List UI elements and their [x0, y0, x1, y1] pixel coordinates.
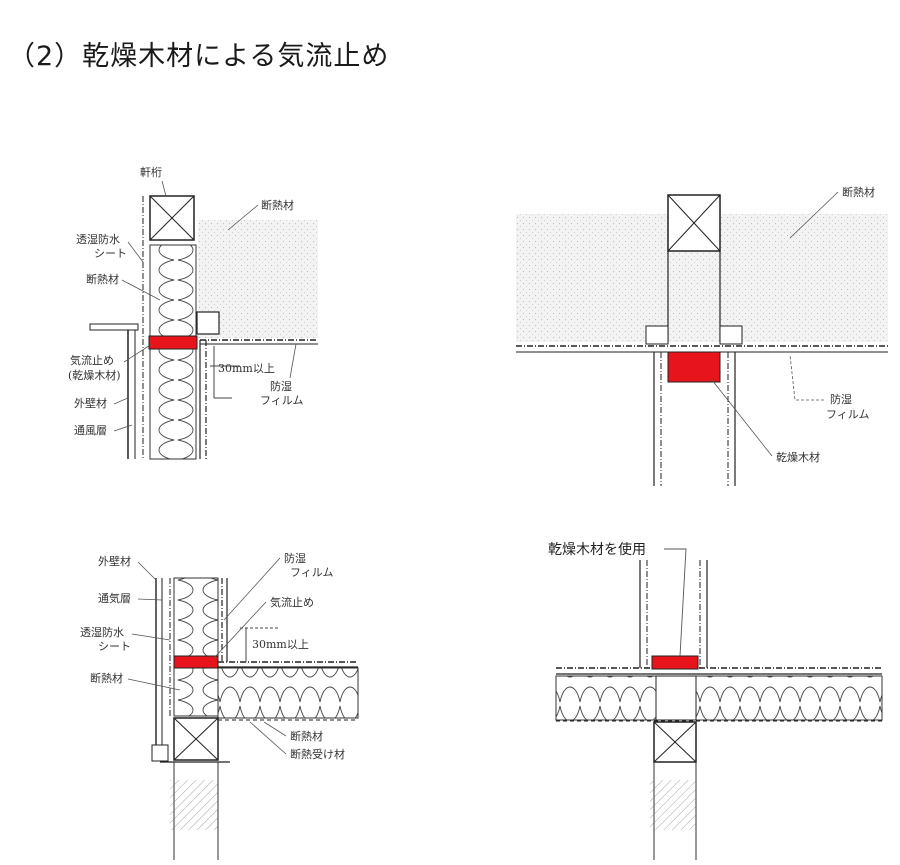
- label-sheet-1-3: 透湿防水: [80, 625, 124, 639]
- label-insulation-3: 断熱材: [290, 729, 323, 743]
- airstop-block-2: [667, 351, 721, 383]
- label-sheet-1: 透湿防水: [76, 232, 120, 246]
- floor-insulation-4a: [555, 675, 657, 721]
- airstop-block-4: [651, 655, 699, 670]
- diagram-3: 外壁材 通気層 透湿防水 シート 断熱材 防湿 フィルム 気流止め 30mm以上…: [80, 551, 359, 860]
- label-use-dry-wood: 乾燥木材を使用: [548, 541, 646, 558]
- label-insulation-wall-3: 断熱材: [90, 671, 123, 685]
- label-airstop-1: 気流止め: [70, 353, 114, 367]
- label-sheet-2-3: シート: [98, 640, 131, 653]
- label-dim-30mm: 30mm以上: [218, 362, 275, 375]
- label-airstop-3: 気流止め: [270, 595, 314, 609]
- label-insulation-top: 断熱材: [261, 198, 294, 212]
- wall-insulation-3: [173, 577, 219, 659]
- label-insulation-wall: 断熱材: [86, 272, 119, 286]
- label-nokigeta: 軒桁: [140, 165, 162, 179]
- label-insulation-2: 断熱材: [842, 185, 875, 199]
- diagram-2: 断熱材 防湿 フィルム 乾燥木材: [516, 185, 888, 486]
- diagram-1: 軒桁 断熱材 透湿防水 シート 断熱材 気流止め (乾燥木材) 外壁材 通風層 …: [68, 165, 318, 460]
- label-film-2: フィルム: [260, 394, 304, 407]
- label-film-2-3: フィルム: [290, 566, 334, 579]
- diagram-4: 乾燥木材を使用: [548, 541, 883, 860]
- label-exterior-3: 外壁材: [98, 554, 131, 568]
- floor-insulation-3: [217, 667, 359, 719]
- label-dry-wood-2: 乾燥木材: [776, 450, 820, 464]
- label-film-1-3: 防湿: [284, 551, 306, 565]
- label-vent-3: 通気層: [98, 591, 131, 605]
- label-film-1-2: 防湿: [830, 392, 852, 406]
- floor-insulation-4b: [695, 675, 883, 721]
- label-film-1: 防湿: [270, 379, 292, 393]
- label-dim-3: 30mm以上: [252, 638, 309, 651]
- label-vent: 通風層: [74, 424, 107, 437]
- label-film-2-2: フィルム: [826, 408, 870, 421]
- page-title: （2）乾燥木材による気流止め: [8, 41, 390, 72]
- airstop-block: [148, 335, 198, 350]
- label-insulation-receiver-3: 断熱受け材: [290, 747, 345, 761]
- airstop-block-3: [173, 655, 219, 669]
- label-sheet-2: シート: [94, 247, 127, 260]
- label-exterior: 外壁材: [74, 396, 107, 410]
- label-airstop-2: (乾燥木材): [68, 368, 121, 382]
- wall-insulation: [149, 244, 197, 460]
